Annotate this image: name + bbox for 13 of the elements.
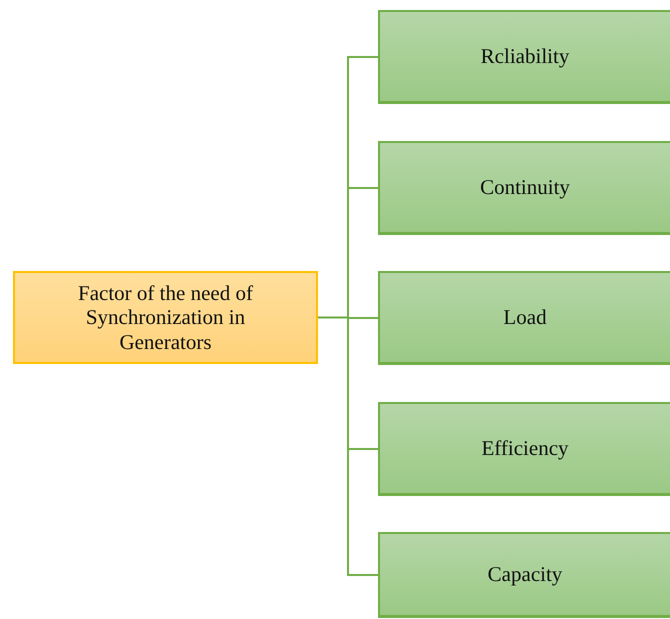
node-text: Factor of the need of Synchronization in Generators xyxy=(77,281,254,354)
factor-box xyxy=(378,532,670,618)
node-text: Efficiency xyxy=(481,436,569,461)
node-text: Load xyxy=(503,305,547,330)
factor-box xyxy=(378,271,670,365)
root-box xyxy=(13,271,318,364)
connector-line xyxy=(318,316,378,576)
factor-box xyxy=(378,10,670,104)
factor-box xyxy=(378,402,670,496)
node-text: Continuity xyxy=(480,175,570,200)
node-text: Rcliability xyxy=(480,44,570,69)
node-text: Capacity xyxy=(488,562,562,587)
factor-box xyxy=(378,141,670,235)
